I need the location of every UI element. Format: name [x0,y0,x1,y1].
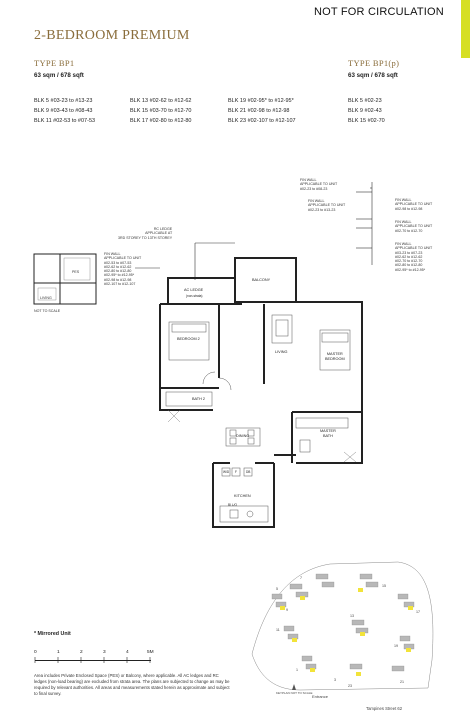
site-block-label: 5 [276,587,278,591]
page-title: 2-BEDROOM PREMIUM [34,28,190,43]
fin-wall-note-2: FIN WALL APPLICABLE TO UNIT #02-98 to #1… [395,198,433,211]
site-block-label: 11 [276,628,280,632]
site-block-label: 15 [382,584,386,588]
block-list-item: BLK 5 #02-23 [348,98,382,104]
room-wd: W/D [223,470,230,474]
fin-wall-note-1: FIN WALL APPLICABLE TO UNIT #02-23 to #0… [300,178,338,191]
mini-plan-pes: PES [72,270,80,274]
room-dining: DINING [236,434,250,438]
disclaimer-text: Area includes Private Enclosed Space (PE… [34,673,230,697]
type-bp1-size: 63 sqm / 678 sqft [34,72,84,79]
room-kitchen: KITCHEN [234,494,251,498]
room-ac-ledge-note: (non-strata) [186,294,203,298]
room-fridge: F [235,470,237,474]
site-block-label: 17 [416,610,420,614]
block-list-item: BLK 11 #02-53 to #07-53 [34,118,96,124]
fin-wall-note-left: FIN WALL APPLICABLE TO UNIT #02-53 to #0… [104,252,142,287]
site-block-label: 1 [296,668,298,672]
accent-bar [461,0,470,58]
room-bath-2: BATH 2 [192,397,206,401]
mini-plan-living: LIVING [40,296,52,300]
room-living: LIVING [275,350,288,354]
site-block-label: 21 [400,680,404,684]
scale-numbers: 0 1 2 3 4 5M [34,650,154,658]
site-block-label: 3 [334,678,336,682]
room-ac-ledge: AC LEDGE [184,288,204,292]
block-list-item: BLK 9 #03-43 to #08-43 [34,108,93,114]
fin-wall-note-5: FIN WALL APPLICABLE TO UNIT #03-23 to #0… [395,242,433,272]
rc-ledge-note: RC LEDGE APPLICABLE AT 3RD STOREY TO 13T… [118,227,173,240]
type-bp1-name: TYPE BP1 [34,58,75,68]
block-list-item: BLK 21 #02-98 to #12-98 [228,108,290,114]
site-block-label: 7 [300,576,302,580]
fin-wall-note-3: FIN WALL APPLICABLE TO UNIT #02-23 to #1… [308,199,346,212]
block-list-item: BLK 17 #02-80 to #12-80 [130,118,192,124]
type-bp1p-name: TYPE BP1(p) [348,58,400,68]
scale-bar [35,660,151,661]
block-list-item: BLK 5 #03-23 to #13-23 [34,98,93,104]
site-block-label: 23 [348,684,352,688]
room-master-bedroom: MASTER BEDROOM [325,352,345,361]
block-list-item: BLK 9 #02-43 [348,108,382,114]
block-list-item: BLK 23 #02-107 to #12-107 [228,118,296,124]
block-list-item: BLK 15 #03-70 to #12-70 [130,108,192,114]
room-bi-lo: BI L/O [228,503,238,507]
site-block-label: 9 [286,608,288,612]
room-db: DB [246,470,251,474]
scale-tick-label: 5M [147,650,154,655]
type-bp1p-size: 63 sqm / 678 sqft [348,72,398,79]
scale-tick-label: 4 [126,650,129,655]
scale-tick-label: 3 [103,650,106,655]
mini-plan-not-to-scale: NOT TO SCALE [34,309,61,313]
room-balcony: BALCONY [252,278,271,282]
scale-tick-label: 2 [80,650,83,655]
block-list-item: BLK 13 #02-62 to #12-62 [130,98,192,104]
room-master-bath: MASTER BATH [320,429,336,438]
site-keyplan-note: KEYPLAN NOT TO SCALE [276,691,313,695]
site-street-label: Tampines Street 62 [366,706,403,711]
room-bedroom-2: BEDROOM 2 [177,337,200,341]
not-for-circulation-stamp: NOT FOR CIRCULATION [314,6,444,18]
site-block-label: 19 [394,644,398,648]
mirrored-unit-legend: * Mirrored Unit [34,631,71,637]
fin-wall-note-4: FIN WALL APPLICABLE TO UNIT #02-70 to #1… [395,220,433,233]
site-entrance-label: Entrance [312,694,329,699]
scale-tick-label: 1 [57,650,60,655]
block-list-item: BLK 19 #02-95* to #12-95* [228,98,294,104]
scale-tick-label: 0 [34,650,37,655]
block-list-item: BLK 15 #02-70 [348,118,385,124]
site-block-label: 13 [350,614,354,618]
